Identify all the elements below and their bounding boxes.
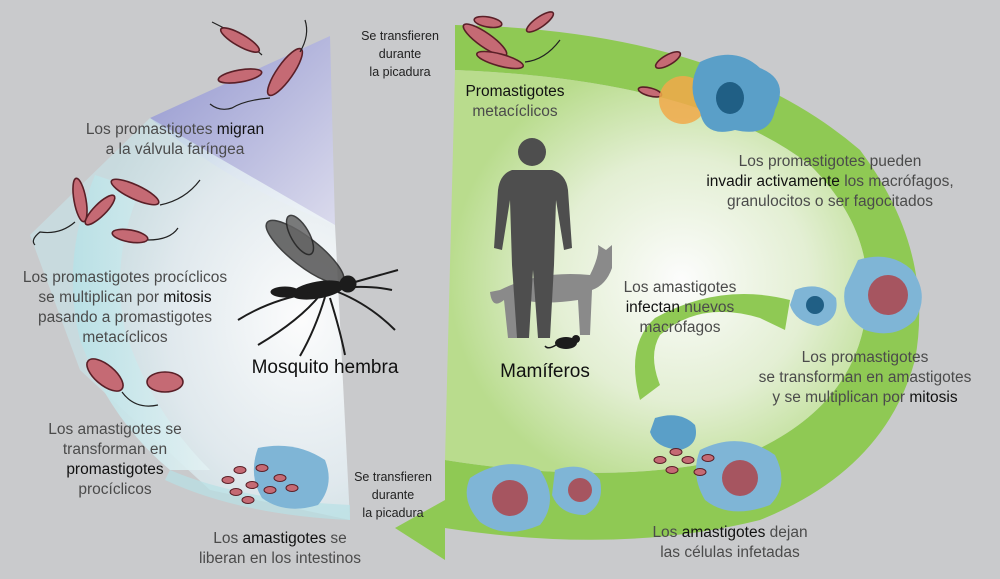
step-infect-new-macrophages: Los amastigotes infectan nuevos macrófag… <box>623 279 737 336</box>
transfer-label-bottom: Se transfieren durante la picadura <box>354 470 432 520</box>
step-multiply-mitosis: Los promastigotes procíclicos se multipl… <box>22 269 228 346</box>
step-transform-procyclic: Los amastigotes se transforman en promas… <box>48 421 182 498</box>
amastigote-cluster-icon <box>221 448 715 504</box>
promastigote-icon <box>32 11 682 407</box>
step-invade-macrophages: Los promastigotes pueden invadir activam… <box>706 153 954 210</box>
human-silhouette-icon <box>494 138 572 338</box>
macrophage-icon <box>692 54 780 132</box>
step-transform-amastigotes: Los promastigotes se transforman en amas… <box>758 349 972 406</box>
rodent-icon <box>544 335 580 349</box>
infected-cell-icon <box>790 256 922 334</box>
mosquito-icon <box>237 214 399 357</box>
host-label-mosquito: Mosquito hembra <box>251 357 399 378</box>
step-leave-infected-cells: Los amastigotes dejan las células infeta… <box>652 524 808 561</box>
step-migrate-pharyngeal-valve: Los promastigotes migran a la válvula fa… <box>85 121 265 158</box>
host-label-mammal: Mamíferos <box>500 361 590 382</box>
transfer-label-top: Se transfieren durante la picadura <box>361 29 439 79</box>
step-metacyclic: Promastigotes metacíclicos <box>465 83 565 120</box>
step-release-intestines: Los amastigotes se liberan en los intest… <box>199 530 361 567</box>
